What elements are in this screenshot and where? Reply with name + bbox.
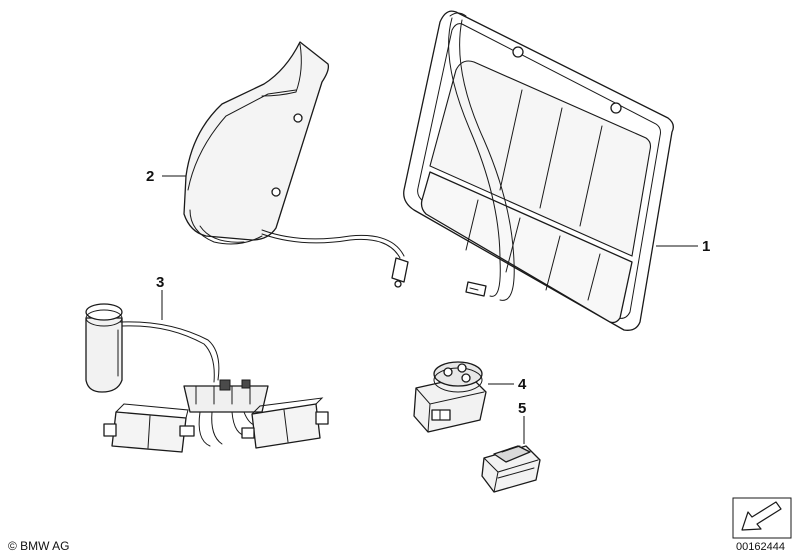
callout-5[interactable]: 5 (518, 400, 526, 417)
part-2-side-bolster[interactable] (183, 41, 409, 288)
arrow-down-left-icon (732, 497, 792, 539)
callout-3[interactable]: 3 (156, 274, 164, 291)
callout-4[interactable]: 4 (518, 376, 527, 393)
copyright-text: © BMW AG (8, 539, 70, 553)
diagram-number: 00162444 (736, 541, 785, 553)
callout-1[interactable]: 1 (702, 238, 710, 255)
part-4-control-switch[interactable] (413, 361, 487, 433)
part-5-rocker-switch[interactable] (481, 445, 541, 493)
part-3-pump-module[interactable] (85, 303, 329, 453)
part-1-lumbar-pad[interactable] (403, 10, 674, 331)
callout-2[interactable]: 2 (146, 168, 154, 185)
